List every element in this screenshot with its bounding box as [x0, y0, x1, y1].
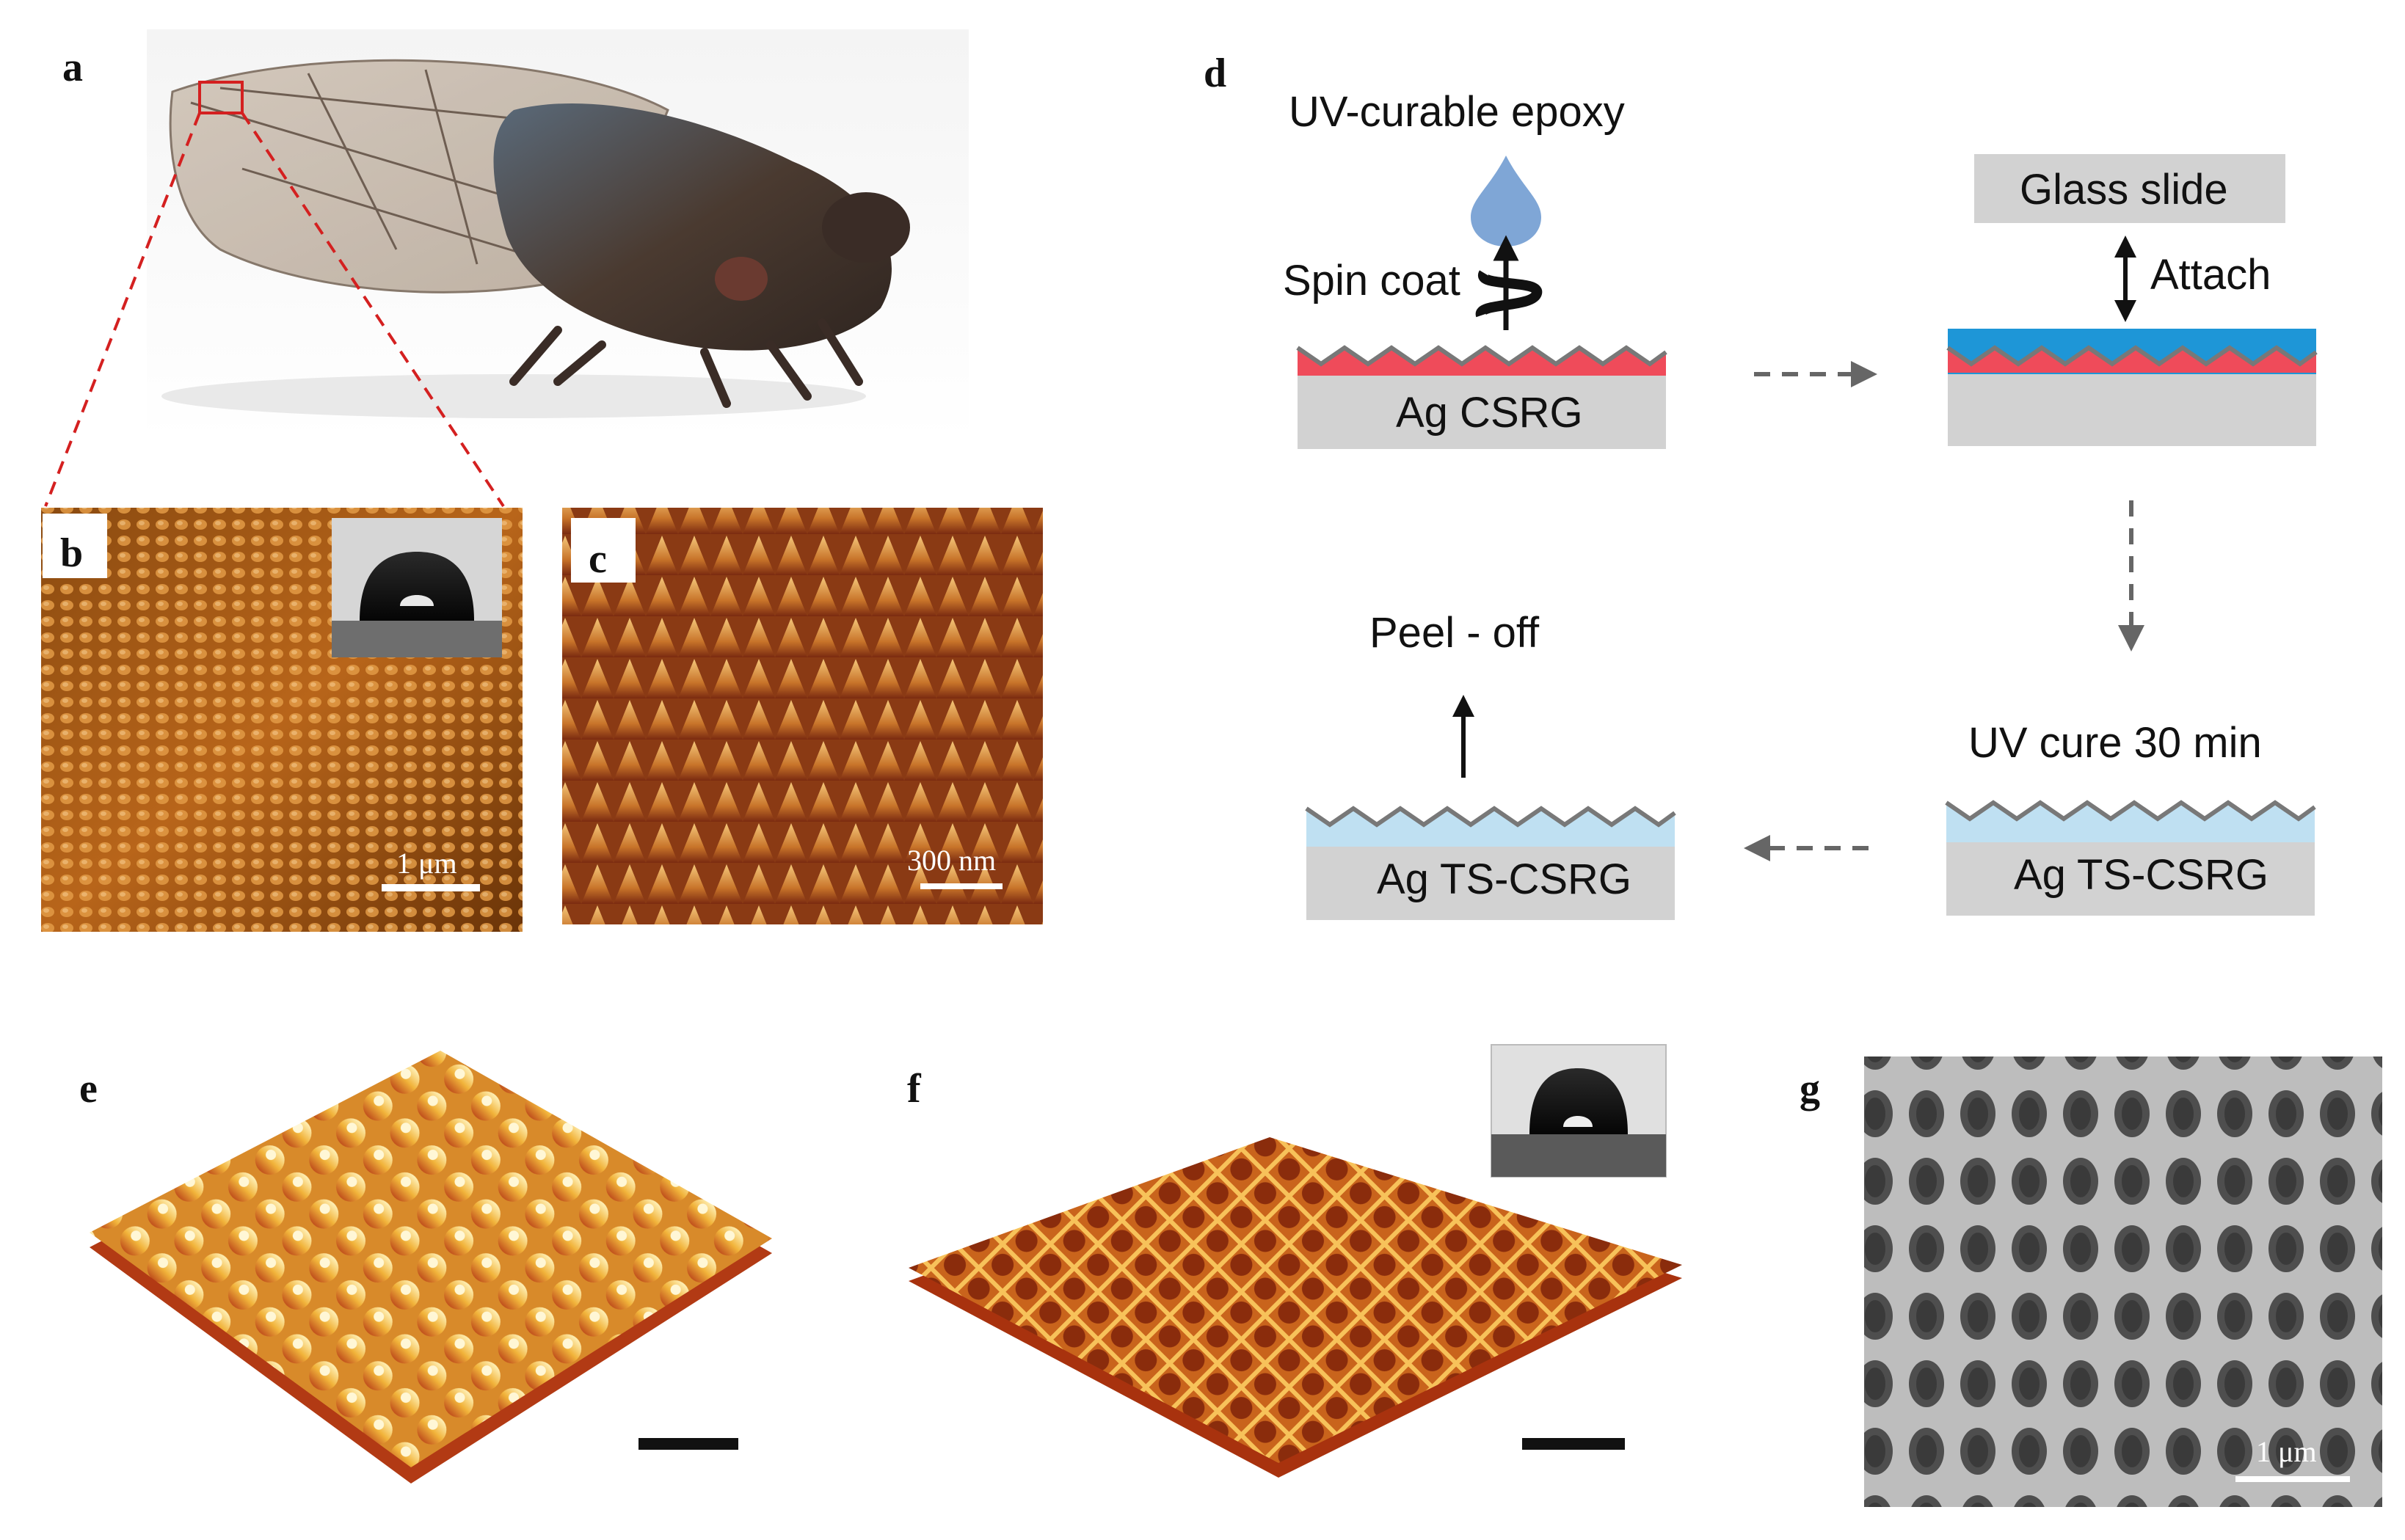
cicada-body [493, 103, 892, 351]
cicada-head [822, 192, 910, 263]
cicada-legs [509, 318, 863, 408]
panel-label-e: e [79, 1066, 98, 1112]
droplet-inset-f [1491, 1044, 1667, 1178]
scale-label-g: 1 μm [2256, 1435, 2317, 1468]
cicada-shadow [161, 374, 866, 418]
panel-f: f [907, 1044, 1682, 1478]
panel-label-g: g [1800, 1066, 1820, 1112]
panel-label-d: d [1204, 51, 1226, 96]
substrate-ag-csrg [1296, 345, 1667, 449]
epoxy-label: UV-curable epoxy [1289, 88, 1625, 136]
afm-image-c [562, 508, 1043, 924]
panel-g: g 1 μm [1800, 1057, 2382, 1507]
substrate-1-label: Ag CSRG [1396, 389, 1583, 437]
glass-slide-label: Glass slide [2020, 166, 2228, 214]
scale-label-b: 1 μm [396, 847, 457, 880]
epoxy-drop-icon [1471, 156, 1541, 247]
panel-e: e [79, 1051, 772, 1484]
spin-icon [1475, 235, 1542, 330]
zoom-line-right [241, 112, 505, 508]
peel-off-label: Peel - off [1369, 609, 1540, 657]
panel-label-b: b [60, 530, 83, 576]
panel-d: d UV-curable epoxy Spin coat Ag CSRG Gla… [1204, 51, 2318, 920]
grating-surface-e [90, 1051, 772, 1467]
wing-veins [190, 69, 647, 266]
label-box-c [571, 518, 636, 583]
panel-label-f: f [907, 1066, 922, 1112]
panel-label-a: a [62, 45, 83, 90]
panel-c: c 300 nm [562, 508, 1043, 924]
droplet-inset-b [332, 518, 502, 657]
zoom-line-left [44, 112, 201, 507]
label-box-b [43, 514, 107, 578]
substrate-cured [1945, 800, 2316, 916]
panel-a: a [44, 29, 969, 508]
glass-slide: Glass slide [1974, 154, 2285, 223]
panel-label-c: c [589, 536, 607, 582]
cicada-eye [715, 257, 768, 301]
sem-image-g [1864, 1057, 2382, 1507]
zoom-box [198, 81, 244, 114]
substrate-2-label: Ag TS-CSRG [2014, 851, 2268, 899]
grating-surface-f [909, 1137, 1682, 1463]
scale-label-c: 300 nm [907, 844, 996, 877]
spin-coat-label: Spin coat [1283, 257, 1460, 304]
attach-label: Attach [2150, 251, 2271, 299]
panel-b: b 1 μm [41, 508, 523, 932]
substrate-final [1305, 806, 1676, 920]
uv-cure-label: UV cure 30 min [1968, 719, 2262, 767]
substrate-attached [1946, 329, 2318, 446]
substrate-3-label: Ag TS-CSRG [1377, 855, 1631, 903]
